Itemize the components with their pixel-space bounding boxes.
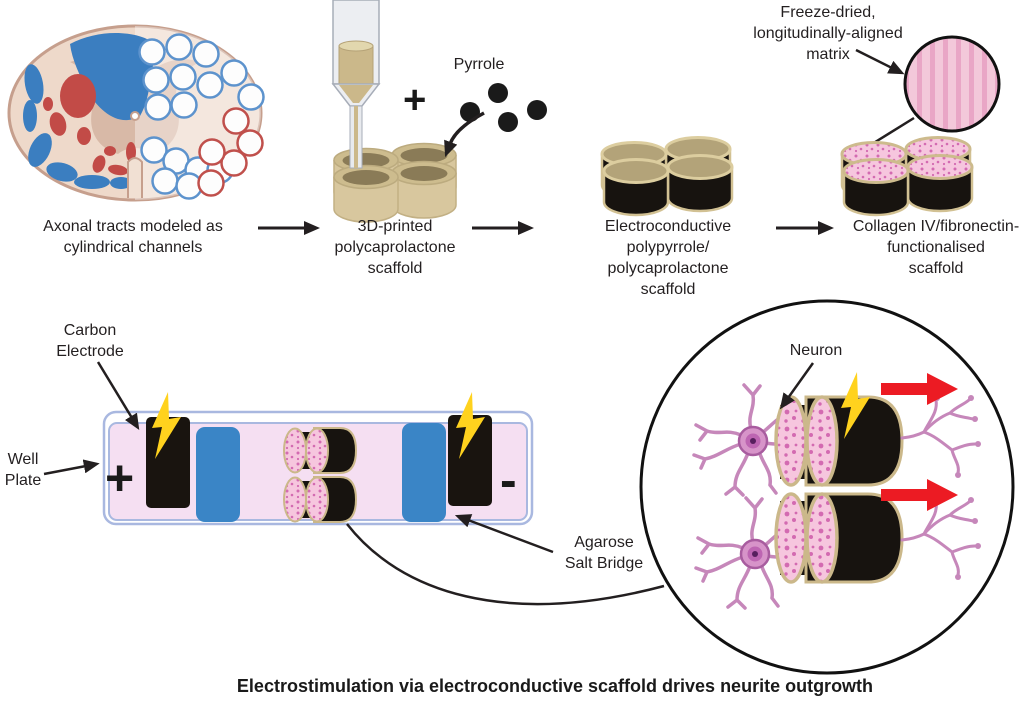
collagen-scaffold-icon xyxy=(840,136,974,217)
magnifier-connector-curve xyxy=(346,523,665,606)
outgrowth-direction-arrow xyxy=(881,373,958,405)
step1-label: Axonal tracts modeled as cylindrical cha… xyxy=(43,218,223,257)
pyrrole-label: Pyrrole xyxy=(453,56,505,73)
outgrowth-direction-arrow xyxy=(881,479,958,511)
label-arrows xyxy=(43,361,554,554)
carbon-electrode-anode xyxy=(146,417,190,508)
freeze-dried-arrow xyxy=(855,48,905,75)
aligned-matrix-inset-circle xyxy=(903,35,1001,133)
well-plate-label: Well Plate xyxy=(4,451,42,490)
step2-label: 3D-printed polycaprolactone scaffold xyxy=(334,218,456,278)
3d-printer-nozzle-icon xyxy=(331,0,381,169)
step3-label: Electroconductive polypyrrole/ polycapro… xyxy=(604,218,732,299)
anode-plus-sign: + xyxy=(105,450,135,506)
neuron-label: Neuron xyxy=(789,342,843,359)
ppy-scaffold-icon xyxy=(600,136,734,217)
pyrrole-plus-sign: + xyxy=(403,78,427,122)
agarose-salt-bridge-right xyxy=(402,423,446,522)
agarose-salt-bridge-left xyxy=(196,427,240,522)
cathode-minus-sign: - xyxy=(500,452,517,508)
spinal-cord-illustration xyxy=(7,24,265,202)
carbon-electrode-label: Carbon Electrode xyxy=(56,322,124,361)
step4-label: Collagen IV/fibronectin- functionalised … xyxy=(852,218,1020,278)
figure-caption: Electrostimulation via electroconductive… xyxy=(236,676,874,696)
pyrrole-molecules xyxy=(460,83,547,132)
freeze-dried-label: Freeze-dried, longitudinally-aligned mat… xyxy=(753,4,903,64)
magnified-scaffold-neurons xyxy=(692,362,983,610)
pyrrole-add-arrow xyxy=(444,111,485,158)
neuron-label-arrow xyxy=(779,362,815,410)
agarose-label: Agarose Salt Bridge xyxy=(564,534,644,573)
carbon-electrode-cathode xyxy=(448,415,492,506)
